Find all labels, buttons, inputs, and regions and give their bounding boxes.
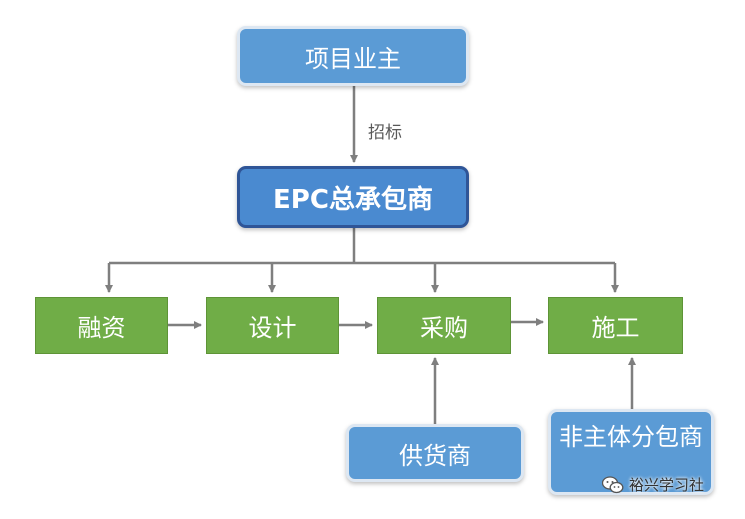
watermark: 裕兴学习社	[602, 474, 704, 495]
epc-contractor-node: EPC总承包商	[237, 166, 469, 228]
watermark-text: 裕兴学习社	[629, 476, 705, 494]
construction-node: 施工	[548, 297, 683, 354]
finance-node: 融资	[35, 297, 168, 354]
owner-node: 项目业主	[237, 26, 469, 86]
bidding-label: 招标	[368, 123, 402, 143]
procurement-node: 采购	[377, 297, 511, 354]
subcontractor-node: 非主体分包商	[548, 409, 714, 495]
supplier-node: 供货商	[346, 424, 524, 482]
design-node: 设计	[206, 297, 339, 354]
wechat-icon	[602, 475, 624, 493]
